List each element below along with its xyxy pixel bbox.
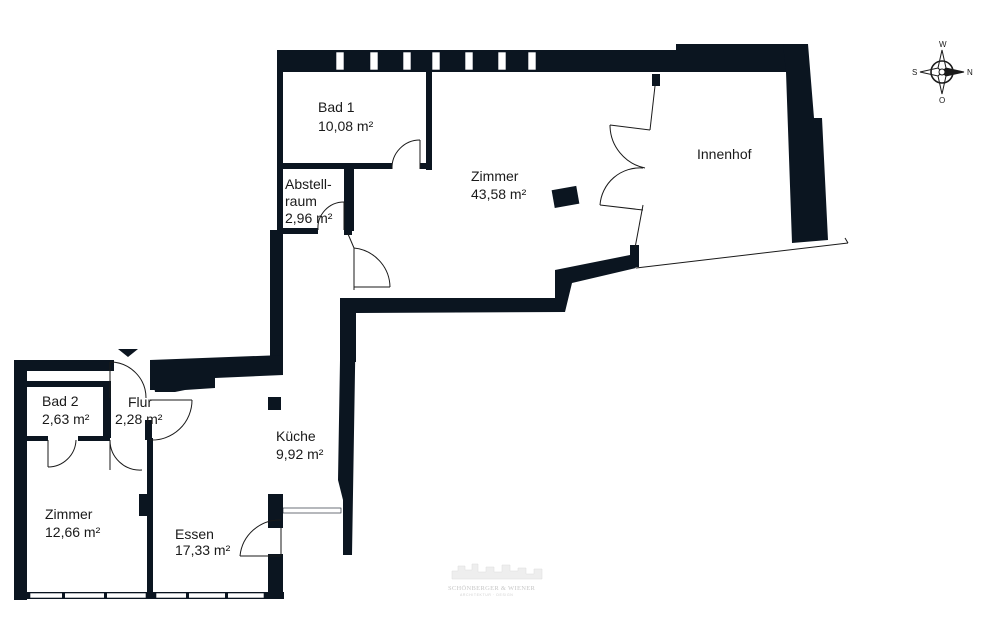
room-area-bad2: 2,63 m² [42, 411, 90, 427]
compass-north-label: N [967, 68, 973, 77]
compass-icon: W O S N [912, 40, 973, 105]
windows [29, 51, 537, 599]
room-name-essen: Essen [175, 526, 214, 542]
room-area-zimmer-gross: 43,58 m² [471, 186, 527, 202]
room-name-abstellraum-line2: raum [285, 193, 317, 209]
room-area-flur: 2,28 m² [115, 411, 163, 427]
room-name-kueche: Küche [276, 428, 316, 444]
door-swings [47, 85, 849, 557]
room-name-zimmer-gross: Zimmer [471, 168, 519, 184]
room-labels: Bad 1 10,08 m² Abstell- raum 2,96 m² Zim… [42, 99, 752, 558]
entrance-arrow-icon [118, 349, 138, 357]
room-area-essen: 17,33 m² [175, 542, 231, 558]
walls-lower [14, 355, 284, 600]
room-area-abstellraum: 2,96 m² [285, 210, 333, 226]
room-area-zimmer-klein: 12,66 m² [45, 524, 101, 540]
room-name-bad2: Bad 2 [42, 393, 79, 409]
logo-line2: ARCHITEKTUR · DESIGN [460, 593, 513, 597]
room-name-bad1: Bad 1 [318, 99, 355, 115]
compass-west-label: W [939, 40, 947, 49]
architect-logo: SCHÖNBERGER & WIENER ARCHITEKTUR · DESIG… [448, 563, 543, 597]
room-name-flur: Flur [128, 394, 152, 410]
room-name-zimmer-klein: Zimmer [45, 506, 93, 522]
window-mullions [62, 592, 228, 599]
room-name-abstellraum-line1: Abstell- [285, 176, 332, 192]
logo-line1: SCHÖNBERGER & WIENER [448, 585, 535, 592]
compass-south-label: S [912, 68, 917, 77]
room-name-innenhof: Innenhof [697, 146, 752, 162]
room-area-bad1: 10,08 m² [318, 118, 374, 134]
room-area-kueche: 9,92 m² [276, 446, 324, 462]
compass-east-label: O [939, 96, 945, 105]
